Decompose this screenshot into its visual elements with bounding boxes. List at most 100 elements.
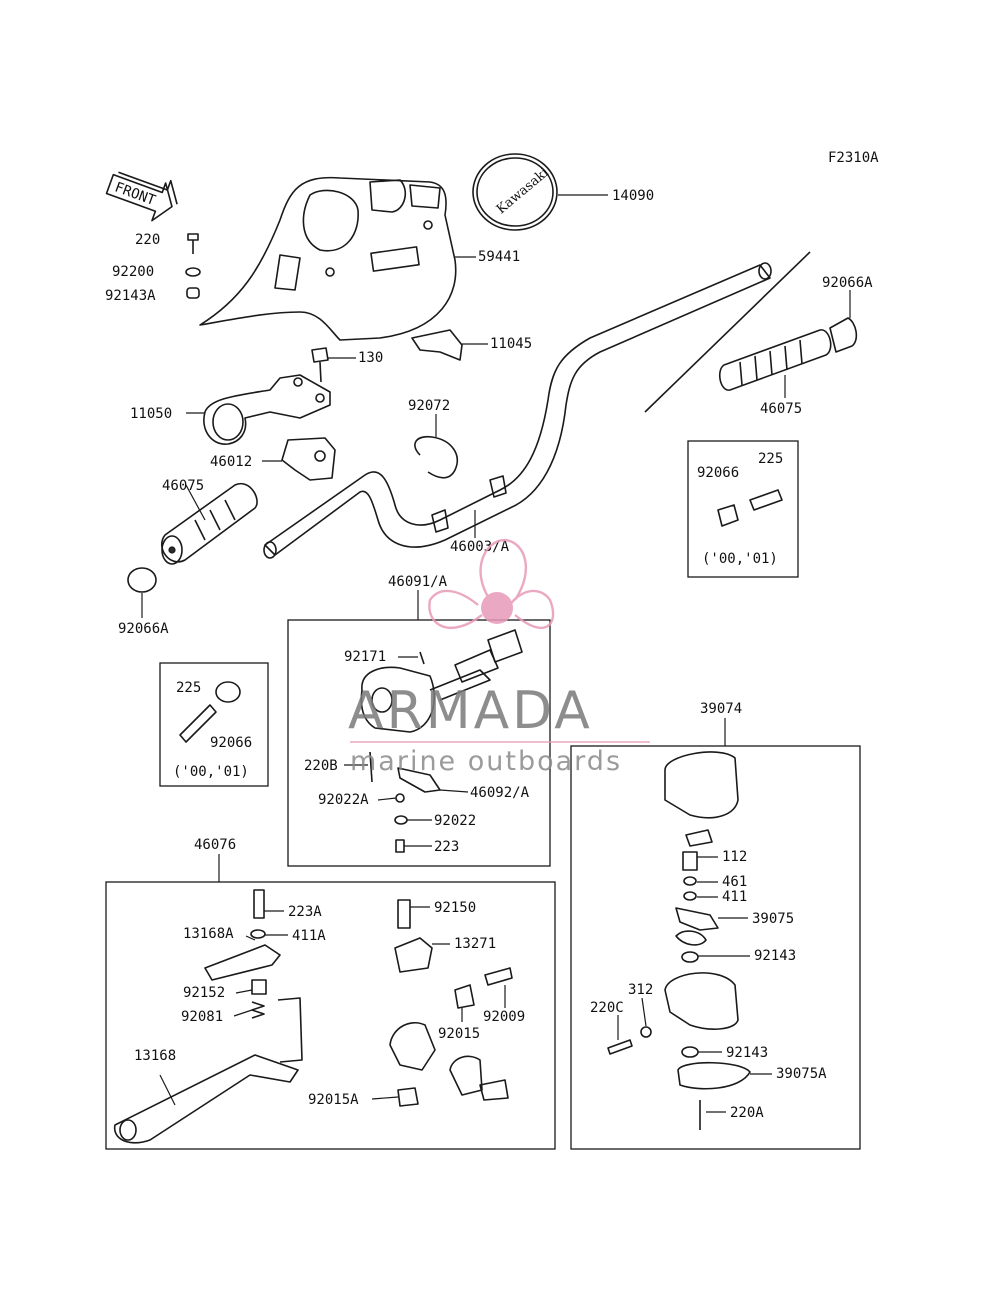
grip-end-right [829,317,858,353]
label-92150: 92150 [434,900,476,916]
label-92143-b: 92143 [726,1045,768,1061]
holder-11050 [203,374,331,445]
screw-220B [369,751,373,783]
propeller-logo-icon [428,538,555,629]
label-223A: 223A [288,904,322,920]
label-13168A: 13168A [183,926,234,942]
label-92066-inset-r: 92066 [697,465,739,481]
plunger-92015 [454,984,475,1009]
emblem-cap: Kawasaki [472,153,558,231]
label-92009: 92009 [483,1009,525,1025]
switch-housing-46091 [360,629,523,733]
washer-92143-a [681,951,699,963]
label-223: 223 [434,839,459,855]
inset-right-box [687,440,799,578]
label-92143A: 92143A [105,288,156,304]
grip-left [161,482,258,565]
label-46092A: 46092/A [470,785,530,801]
label-92143-a: 92143 [754,948,796,964]
cover-39074 [664,751,739,819]
collar-92152 [251,979,267,995]
label-46091A: 46091/A [388,574,448,590]
leader-lines [141,194,851,1113]
label-92066A-r: 92066A [822,275,873,291]
label-220A: 220A [730,1105,764,1121]
bolt-92150 [397,899,411,929]
bolt-130 [311,347,329,383]
label-92022A: 92022A [318,792,369,808]
label-46076: 46076 [194,837,236,853]
screw-223 [395,839,405,853]
front-arrow-icon: FRONT [105,171,178,222]
clamp-92072 [414,435,458,479]
lever-box [105,881,556,1150]
label-225-inset-l: 225 [176,680,201,696]
washer-411 [683,891,697,901]
label-years-inset-r: ('00,'01) [702,551,778,567]
label-92015A: 92015A [308,1092,359,1108]
bracket-11045 [411,329,463,361]
watermark-tagline: marine outboards [350,746,622,777]
lever-39075A [677,1061,751,1090]
screw-225-r [749,489,783,511]
part-labels: 220 92200 92143A 14090 59441 92066A 1104… [105,188,873,1121]
label-92200: 92200 [112,264,154,280]
washer-92143-b [681,1046,699,1058]
nut-92015A [397,1087,419,1107]
label-59441: 59441 [478,249,520,265]
label-92066A-l: 92066A [118,621,169,637]
screw-225-l [179,704,217,743]
label-225-inset-r: 225 [758,451,783,467]
label-312: 312 [628,982,653,998]
washer-461 [683,876,697,886]
label-92022: 92022 [434,813,476,829]
label-220B: 220B [304,758,338,774]
nut-92066-l [215,681,241,703]
cable-39075 [675,907,719,931]
throttle-case [664,972,739,1030]
label-92081: 92081 [181,1009,223,1025]
label-92171: 92171 [344,649,386,665]
label-46075-l: 46075 [162,478,204,494]
label-411A: 411A [292,928,326,944]
bolt-223A [253,889,265,919]
screw-92009 [484,967,513,986]
grip-end-left [127,567,157,593]
label-92152: 92152 [183,985,225,1001]
label-11045: 11045 [490,336,532,352]
pin-92171 [419,651,425,665]
handlebar-46003 [263,262,772,559]
collar-92143A [186,287,200,299]
label-39075A: 39075A [776,1066,827,1082]
label-130: 130 [358,350,383,366]
label-220C: 220C [590,1000,624,1016]
clamp-body [389,1021,436,1071]
switch-13271 [394,937,433,973]
washer-411A [250,929,266,939]
label-13271: 13271 [454,936,496,952]
bolt-220 [187,233,199,254]
figure-code: F2310A [828,150,879,166]
switch-box [287,619,551,867]
lever-46092 [397,767,441,793]
label-461: 461 [722,874,747,890]
label-92072: 92072 [408,398,450,414]
watermark-brand: ARMADA [348,681,593,741]
throttle-box [570,745,861,1150]
label-13168: 13168 [134,1048,176,1064]
label-411: 411 [722,889,747,905]
label-11050: 11050 [130,406,172,422]
spring-92022A [395,793,405,803]
lever-13168 [113,1054,299,1144]
nut-312 [640,1026,652,1038]
watermark: ARMADA marine outboards [348,538,650,777]
bracket-13168A [204,944,281,981]
label-92015: 92015 [438,1026,480,1042]
nut-92066-r [717,504,739,527]
inset-left-box [159,662,269,787]
label-112: 112 [722,849,747,865]
screw-220C [607,1039,633,1055]
grip-right [644,251,832,413]
label-14090: 14090 [612,188,654,204]
